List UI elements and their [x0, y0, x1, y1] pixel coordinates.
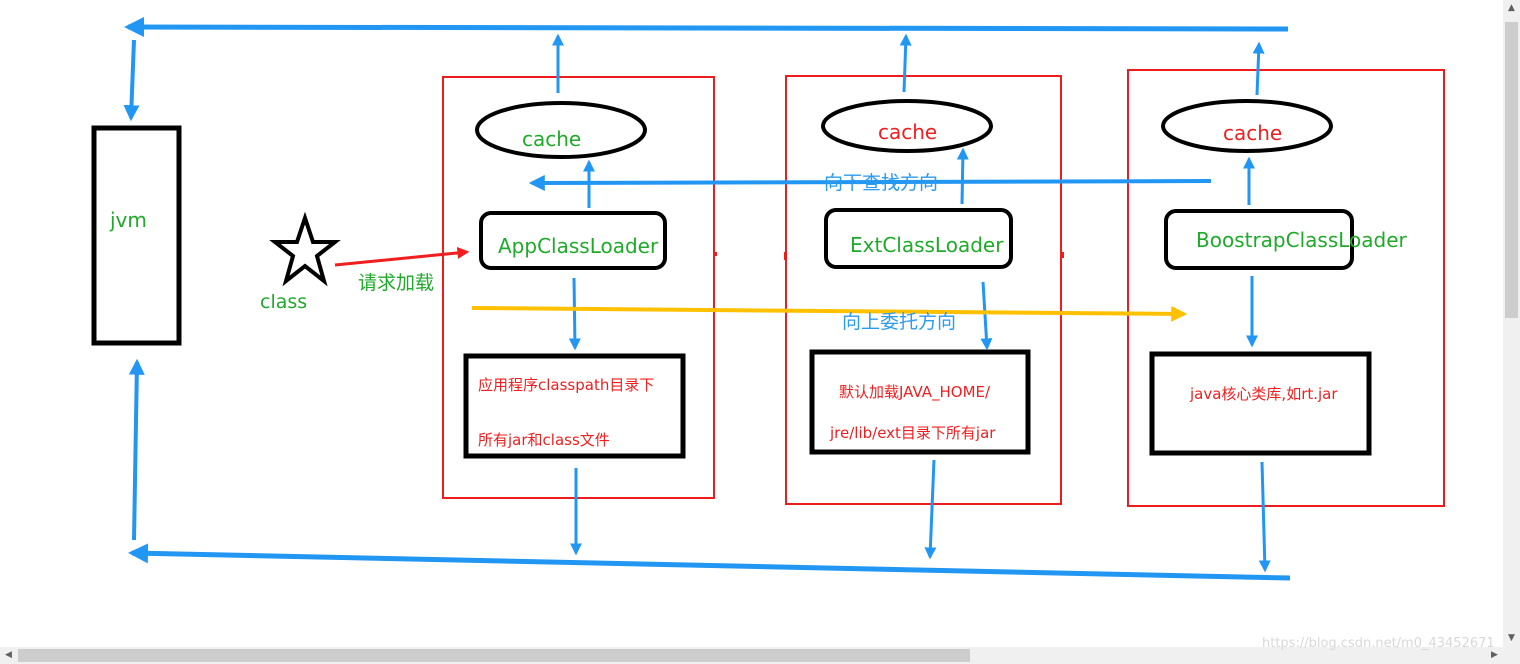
ext-loader-frame [785, 75, 1062, 505]
bootstrap-loader-box [1164, 209, 1354, 270]
bootstrap-source-box [1149, 351, 1372, 456]
left-up-arrow [128, 358, 145, 541]
class-star-icon [269, 211, 341, 287]
diagram-canvas [91, 17, 1445, 581]
app-source-line-2: 所有jar和class文件 [478, 431, 610, 449]
jvm-box [91, 125, 182, 346]
bootstrap-loader-frame [1127, 69, 1445, 507]
watermark: https://blog.csdn.net/m0_43452671 [1262, 636, 1495, 651]
ext-source-line-2: jre/lib/ext目录下所有jar [830, 424, 996, 442]
bootstrap-cache-label: cache [1223, 121, 1283, 145]
app-loader-frame [442, 76, 715, 499]
app-source-box [463, 353, 686, 459]
app-loader-box [479, 211, 667, 270]
ext-to-cache-arrow [956, 147, 969, 205]
ext-loader-box [824, 208, 1013, 269]
left-down-arrow [123, 39, 140, 122]
bootstrap-source-line-1: java核心类库,如rt.jar [1190, 385, 1338, 403]
lookup-down-label: 向下查找方向 [824, 172, 939, 194]
app-cache-ellipse [475, 101, 647, 159]
class-label: class [260, 291, 308, 313]
lookup-down-arrow [528, 174, 1212, 191]
ext-loader-label: ExtClassLoader [850, 233, 1004, 257]
app-cache-label: cache [522, 127, 582, 151]
bootstrap-up-out-arrow [1252, 41, 1265, 96]
app-source-line-1: 应用程序classpath目录下 [478, 376, 655, 394]
app-loader-label: AppClassLoader [498, 234, 659, 258]
scroll-down-icon[interactable]: ▼ [1508, 633, 1515, 643]
request-arrow [334, 246, 470, 267]
bootstrap-cache-ellipse [1161, 99, 1333, 153]
ext-source-box [809, 349, 1031, 455]
horizontal-scroll-thumb[interactable] [18, 649, 970, 662]
bottom-return-arrow [128, 543, 1291, 581]
jvm-label: jvm [110, 208, 147, 232]
ext-up-out-arrow [899, 33, 912, 93]
delegate-up-label: 向上委托方向 [842, 311, 957, 333]
scroll-right-icon[interactable]: ▶ [1491, 650, 1498, 660]
bootstrap-loader-label: BoostrapClassLoader [1196, 228, 1407, 252]
scroll-up-icon[interactable]: ▲ [1508, 3, 1515, 13]
vertical-scroll-thumb[interactable] [1505, 22, 1518, 318]
scroll-left-icon[interactable]: ◀ [5, 650, 12, 660]
delegate-up-arrow [471, 305, 1188, 322]
app-to-source-arrow [568, 277, 581, 351]
ext-cache-label: cache [878, 120, 938, 144]
ext-cache-ellipse [821, 99, 993, 153]
ext-down-out-arrow [924, 459, 937, 560]
request-label: 请求加载 [358, 272, 435, 294]
ext-to-source-arrow [980, 281, 993, 351]
bootstrap-down-out-arrow [1258, 461, 1271, 573]
ext-source-line-1: 默认加载JAVA_HOME/ [839, 383, 991, 401]
top-return-arrow [124, 17, 1289, 38]
